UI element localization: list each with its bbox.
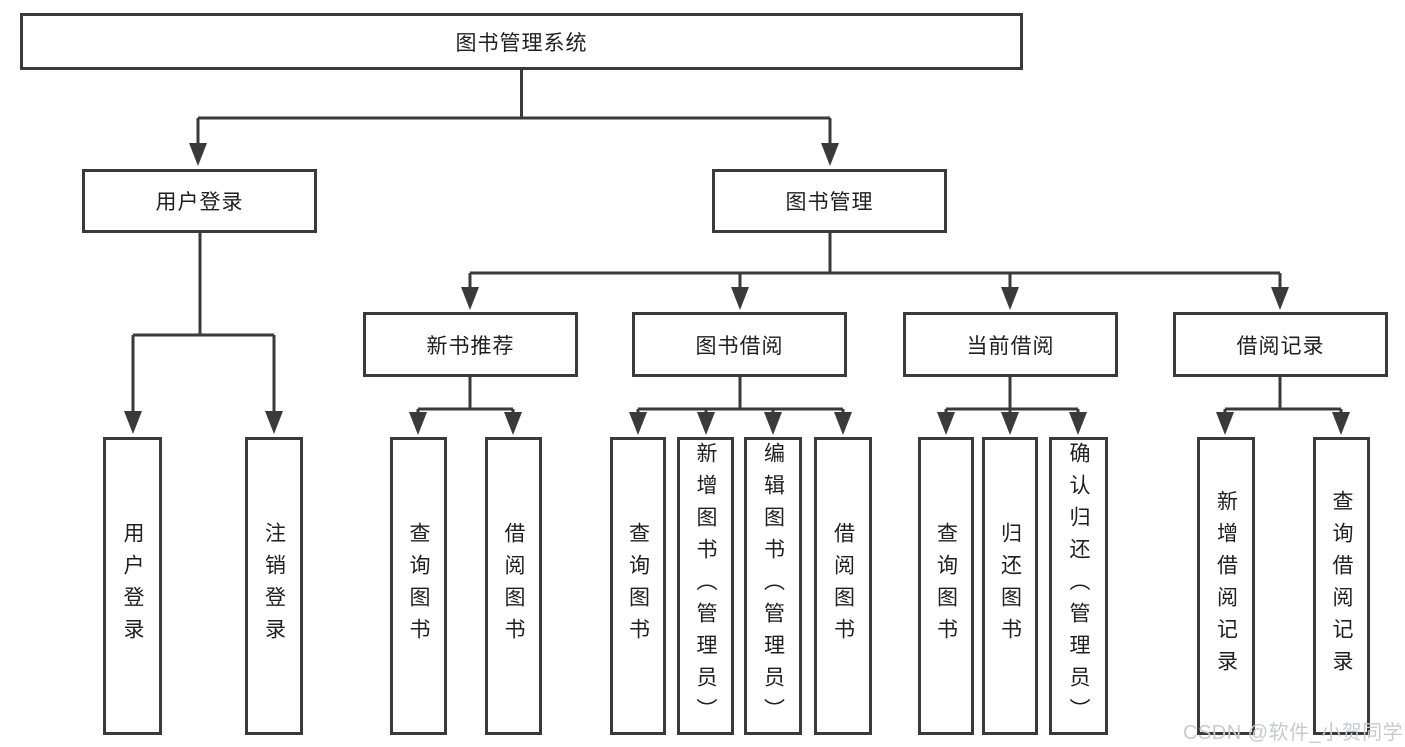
connector-current-borrow-children — [937, 377, 1087, 435]
leaf-logout: 注销登录 — [245, 437, 303, 735]
connector-book-management-children — [461, 233, 1289, 310]
leaf-add-book-admin: 新增图书（管理员） — [677, 437, 734, 735]
node-book-management: 图书管理 — [712, 169, 947, 233]
leaf-return-book: 归还图书 — [982, 437, 1038, 735]
connector-borrow-records-children — [1216, 377, 1350, 435]
connector-user-login-children — [124, 233, 283, 434]
connector-root-to-level2 — [189, 70, 839, 166]
leaf-query-books-recommend: 查询图书 — [390, 437, 447, 735]
node-label: 查询图书 — [934, 522, 958, 650]
node-label: 新书推荐 — [426, 334, 515, 358]
node-library-system: 图书管理系统 — [20, 13, 1023, 70]
node-label: 新增图书（管理员） — [694, 442, 717, 730]
node-label: 用户登录 — [155, 191, 244, 214]
node-label: 注销登录 — [262, 522, 286, 650]
leaf-edit-book-admin: 编辑图书（管理员） — [744, 437, 802, 735]
node-label: 图书借阅 — [695, 334, 784, 358]
leaf-query-books-borrow: 查询图书 — [610, 437, 666, 735]
node-label: 用户登录 — [121, 522, 144, 650]
node-label: 借阅图书 — [831, 522, 855, 650]
node-label: 借阅图书 — [502, 522, 525, 650]
connector-book-borrow-children — [629, 377, 852, 435]
node-borrow-records: 借阅记录 — [1173, 312, 1388, 377]
node-label: 新增借阅记录 — [1214, 490, 1238, 682]
leaf-borrow-books-recommend: 借阅图书 — [485, 437, 542, 735]
node-user-login: 用户登录 — [82, 169, 317, 233]
leaf-query-borrow-record: 查询借阅记录 — [1313, 437, 1370, 735]
connector-new-book-recommend-children — [409, 377, 522, 435]
node-label: 确认归还（管理员） — [1067, 442, 1090, 730]
node-new-book-recommend: 新书推荐 — [363, 312, 578, 377]
csdn-watermark: CSDN @软件_小贺同学 — [1183, 722, 1404, 744]
leaf-query-books-current: 查询图书 — [918, 437, 974, 735]
leaf-add-borrow-record: 新增借阅记录 — [1197, 437, 1255, 735]
node-label: 图书管理系统 — [455, 31, 588, 55]
node-label: 当前借阅 — [966, 334, 1055, 358]
leaf-borrow-books: 借阅图书 — [814, 437, 872, 735]
node-book-borrow: 图书借阅 — [632, 312, 847, 377]
node-label: 借阅记录 — [1236, 334, 1325, 358]
node-label: 查询借阅记录 — [1330, 490, 1353, 682]
node-label: 编辑图书（管理员） — [761, 442, 785, 730]
node-label: 查询图书 — [407, 522, 430, 650]
node-label: 查询图书 — [626, 522, 650, 650]
node-label: 图书管理 — [785, 191, 874, 214]
leaf-confirm-return-admin: 确认归还（管理员） — [1049, 437, 1108, 735]
node-label: 归还图书 — [998, 522, 1022, 650]
leaf-user-login: 用户登录 — [103, 437, 162, 735]
node-current-borrow: 当前借阅 — [903, 312, 1118, 377]
